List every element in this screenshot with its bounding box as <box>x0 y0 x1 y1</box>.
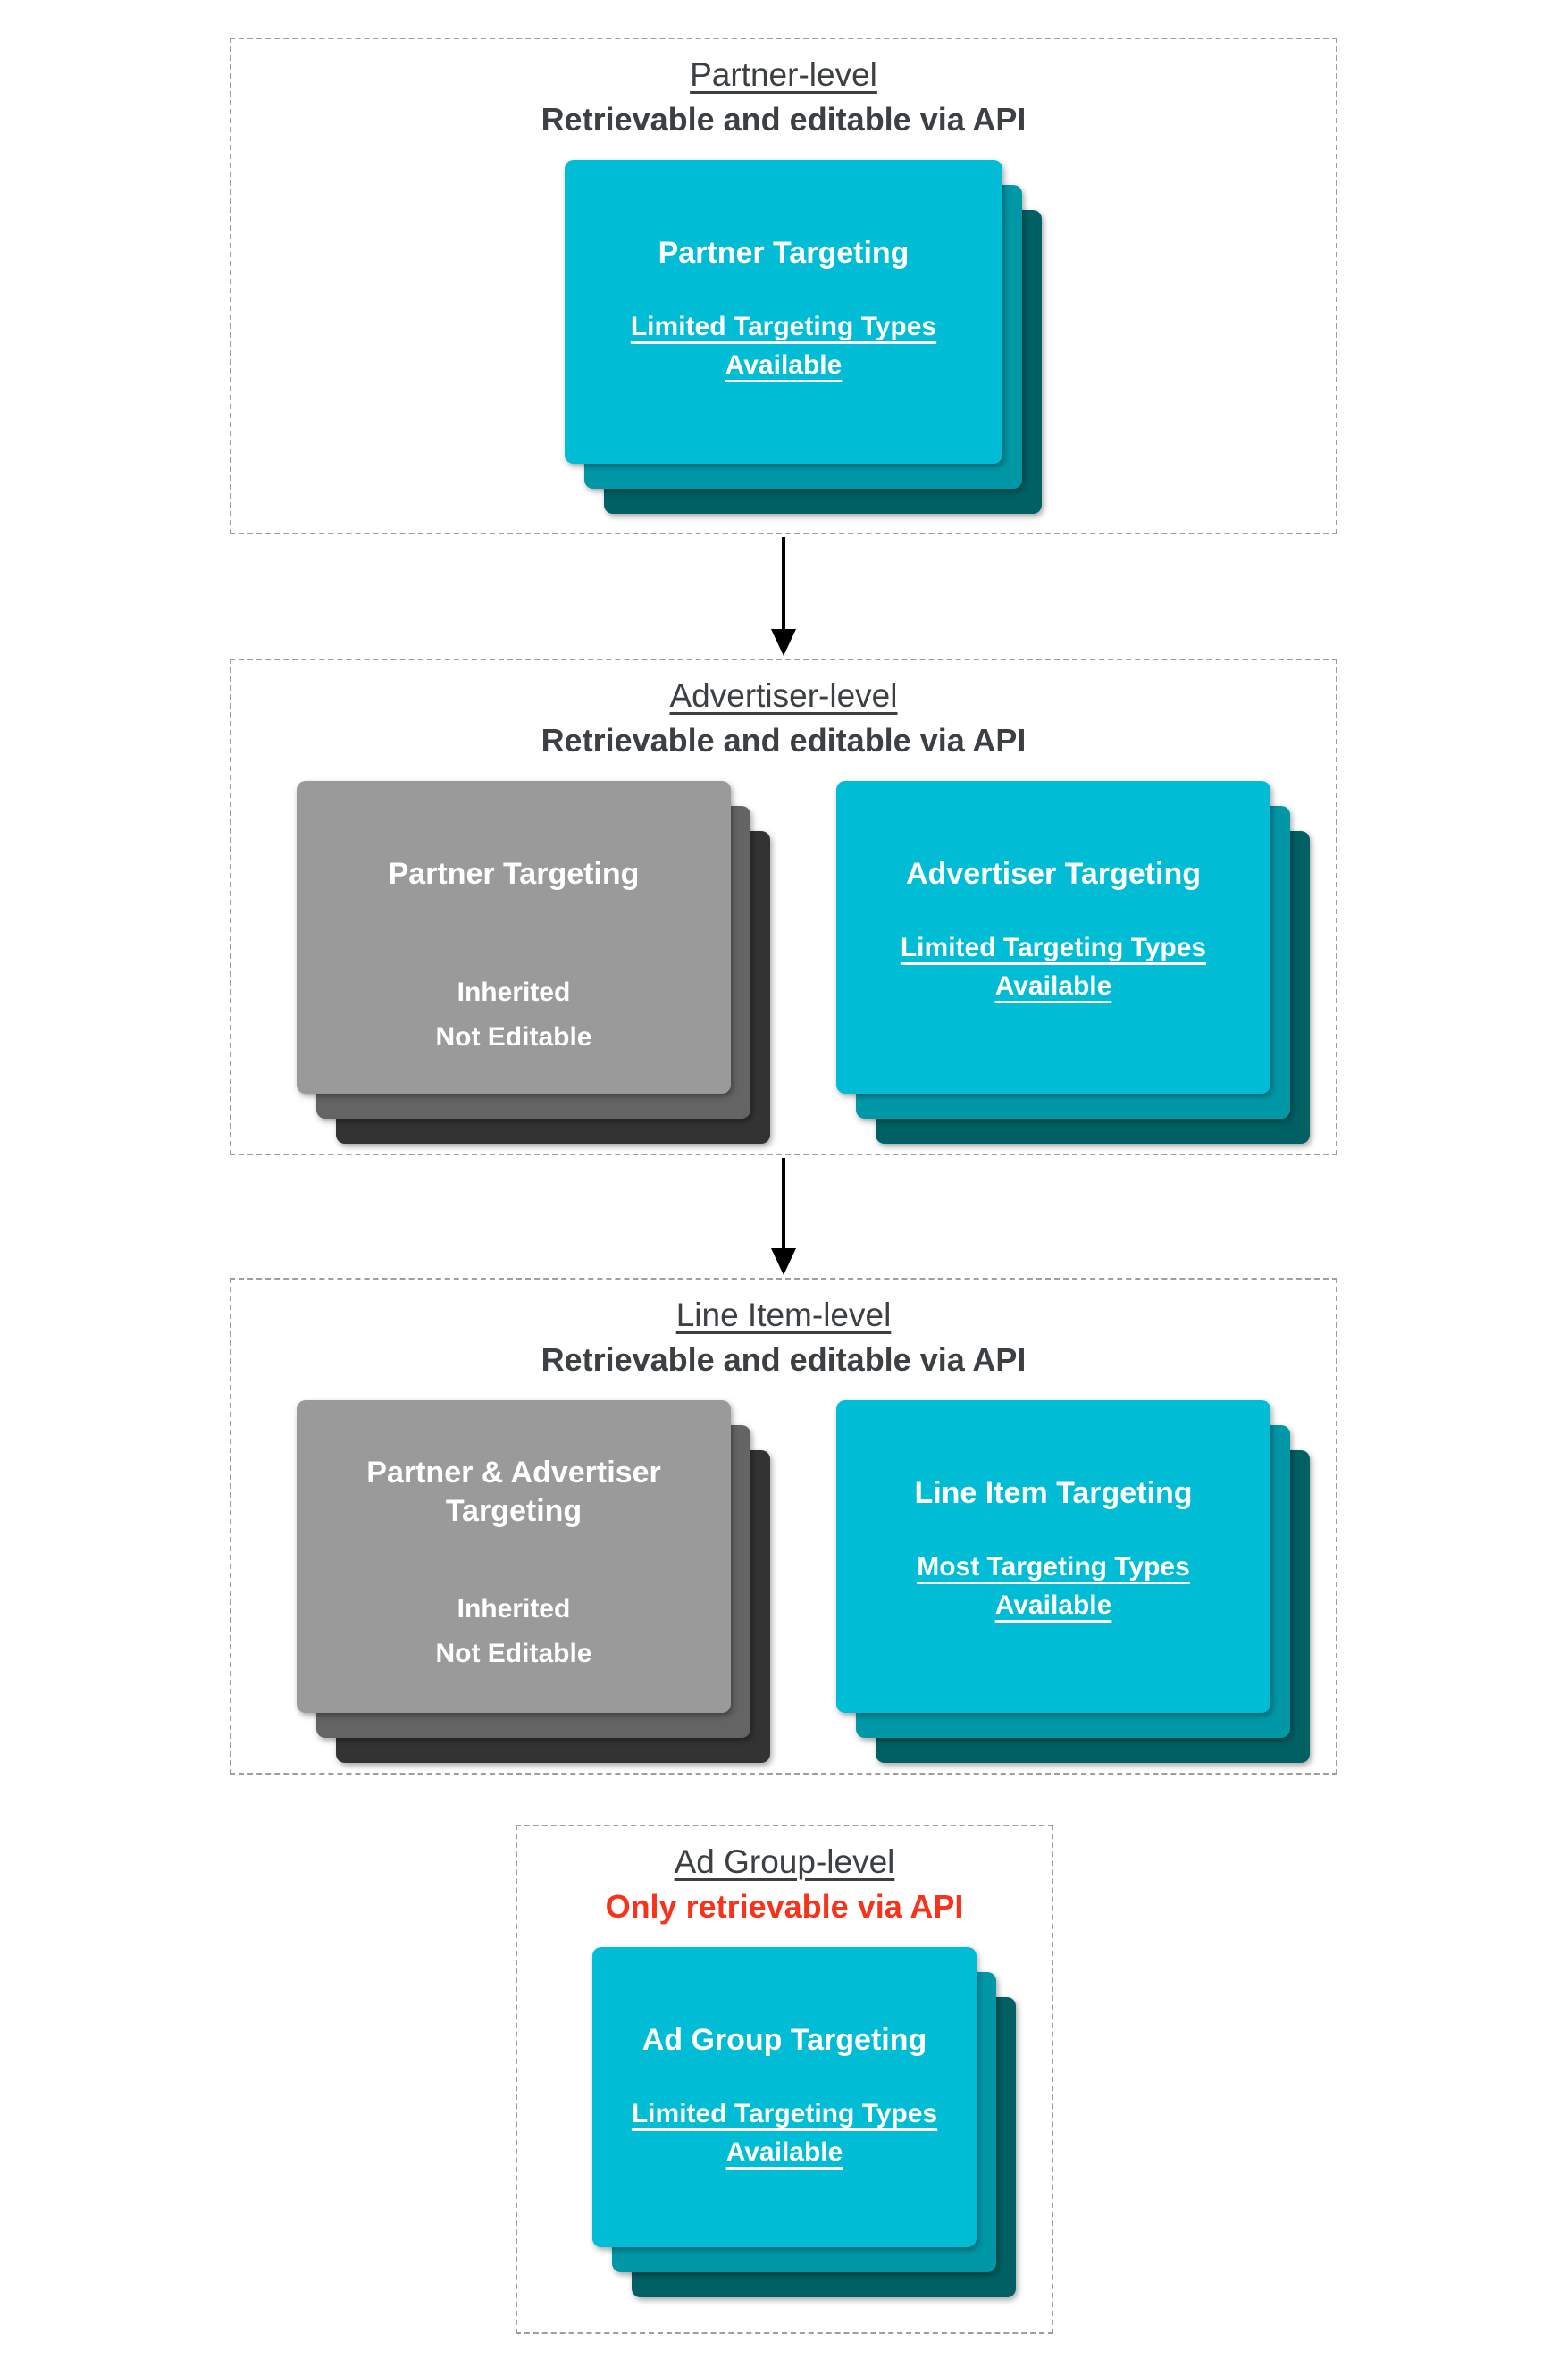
section-subtitle: Retrievable and editable via API <box>541 101 1027 138</box>
card-line-item-targeting: Line Item Targeting Most Targeting Types… <box>836 1399 1270 1713</box>
card-partner-targeting: Partner Targeting Limited Targeting Type… <box>565 159 1002 464</box>
card-ad-group-targeting: Ad Group Targeting Limited Targeting Typ… <box>592 1946 977 2247</box>
card-row: Partner Targeting Inherited Not Editable… <box>231 780 1336 1144</box>
card-stack-inherited-partner-advertiser-targeting: Partner & Advertiser Targeting Inherited… <box>297 1399 770 1763</box>
arrow-stem <box>782 537 785 629</box>
card-title: Partner Targeting <box>388 856 640 891</box>
card-subtitle-line: Inherited <box>457 1593 571 1624</box>
card-title: Advertiser Targeting <box>905 856 1201 891</box>
card-subtitle: Inherited Not Editable <box>435 970 591 1060</box>
card-title: Partner Targeting <box>658 235 910 270</box>
card-row: Ad Group Targeting Limited Targeting Typ… <box>517 1946 1052 2297</box>
section-subtitle: Only retrievable via API <box>605 1888 964 1926</box>
flow-arrow-down-1 <box>764 537 803 656</box>
section-title: Line Item-level <box>675 1297 892 1333</box>
card-row: Partner Targeting Limited Targeting Type… <box>231 159 1336 514</box>
arrow-stem <box>782 1158 785 1248</box>
section-advertiser-level: Advertiser-level Retrievable and editabl… <box>230 659 1337 1155</box>
card-subtitle-line: Not Editable <box>435 1022 592 1053</box>
card-subtitle: Inherited Not Editable <box>435 1587 591 1676</box>
section-title: Ad Group-level <box>674 1843 895 1880</box>
card-inherited-partner-advertiser-targeting: Partner & Advertiser Targeting Inherited… <box>297 1399 731 1713</box>
card-subtitle-line: Inherited <box>457 978 571 1008</box>
card-stack-advertiser-targeting: Advertiser Targeting Limited Targeting T… <box>836 780 1310 1144</box>
section-subtitle: Retrievable and editable via API <box>541 722 1027 760</box>
flow-arrow-down-2 <box>764 1158 803 1275</box>
card-advertiser-targeting: Advertiser Targeting Limited Targeting T… <box>836 780 1270 1094</box>
arrow-head-icon <box>771 1248 796 1275</box>
card-subtitle-line: Not Editable <box>435 1638 592 1668</box>
section-ad-group-level: Ad Group-level Only retrievable via API … <box>516 1825 1053 2334</box>
card-title: Ad Group Targeting <box>641 2022 927 2057</box>
section-line-item-level: Line Item-level Retrievable and editable… <box>230 1278 1337 1775</box>
card-stack-ad-group-targeting: Ad Group Targeting Limited Targeting Typ… <box>592 1946 1016 2297</box>
card-subtitle: Limited Targeting Types Available <box>900 933 1207 1001</box>
card-stack-partner-targeting: Partner Targeting Limited Targeting Type… <box>565 159 1042 514</box>
card-inherited-partner-targeting: Partner Targeting Inherited Not Editable <box>297 780 731 1094</box>
card-subtitle: Limited Targeting Types Available <box>630 312 937 380</box>
card-title: Partner & Advertiser Targeting <box>366 1455 661 1529</box>
section-title: Partner-level <box>690 56 877 93</box>
card-subtitle: Most Targeting Types Available <box>917 1552 1190 1620</box>
card-row: Partner & Advertiser Targeting Inherited… <box>231 1399 1336 1763</box>
card-title: Line Item Targeting <box>914 1475 1193 1510</box>
section-partner-level: Partner-level Retrievable and editable v… <box>230 38 1337 534</box>
card-subtitle: Limited Targeting Types Available <box>631 2099 938 2167</box>
section-subtitle: Retrievable and editable via API <box>541 1341 1027 1379</box>
section-title: Advertiser-level <box>669 677 898 714</box>
card-stack-line-item-targeting: Line Item Targeting Most Targeting Types… <box>836 1399 1310 1763</box>
card-stack-inherited-partner-targeting: Partner Targeting Inherited Not Editable <box>297 780 770 1144</box>
arrow-head-icon <box>771 629 796 656</box>
